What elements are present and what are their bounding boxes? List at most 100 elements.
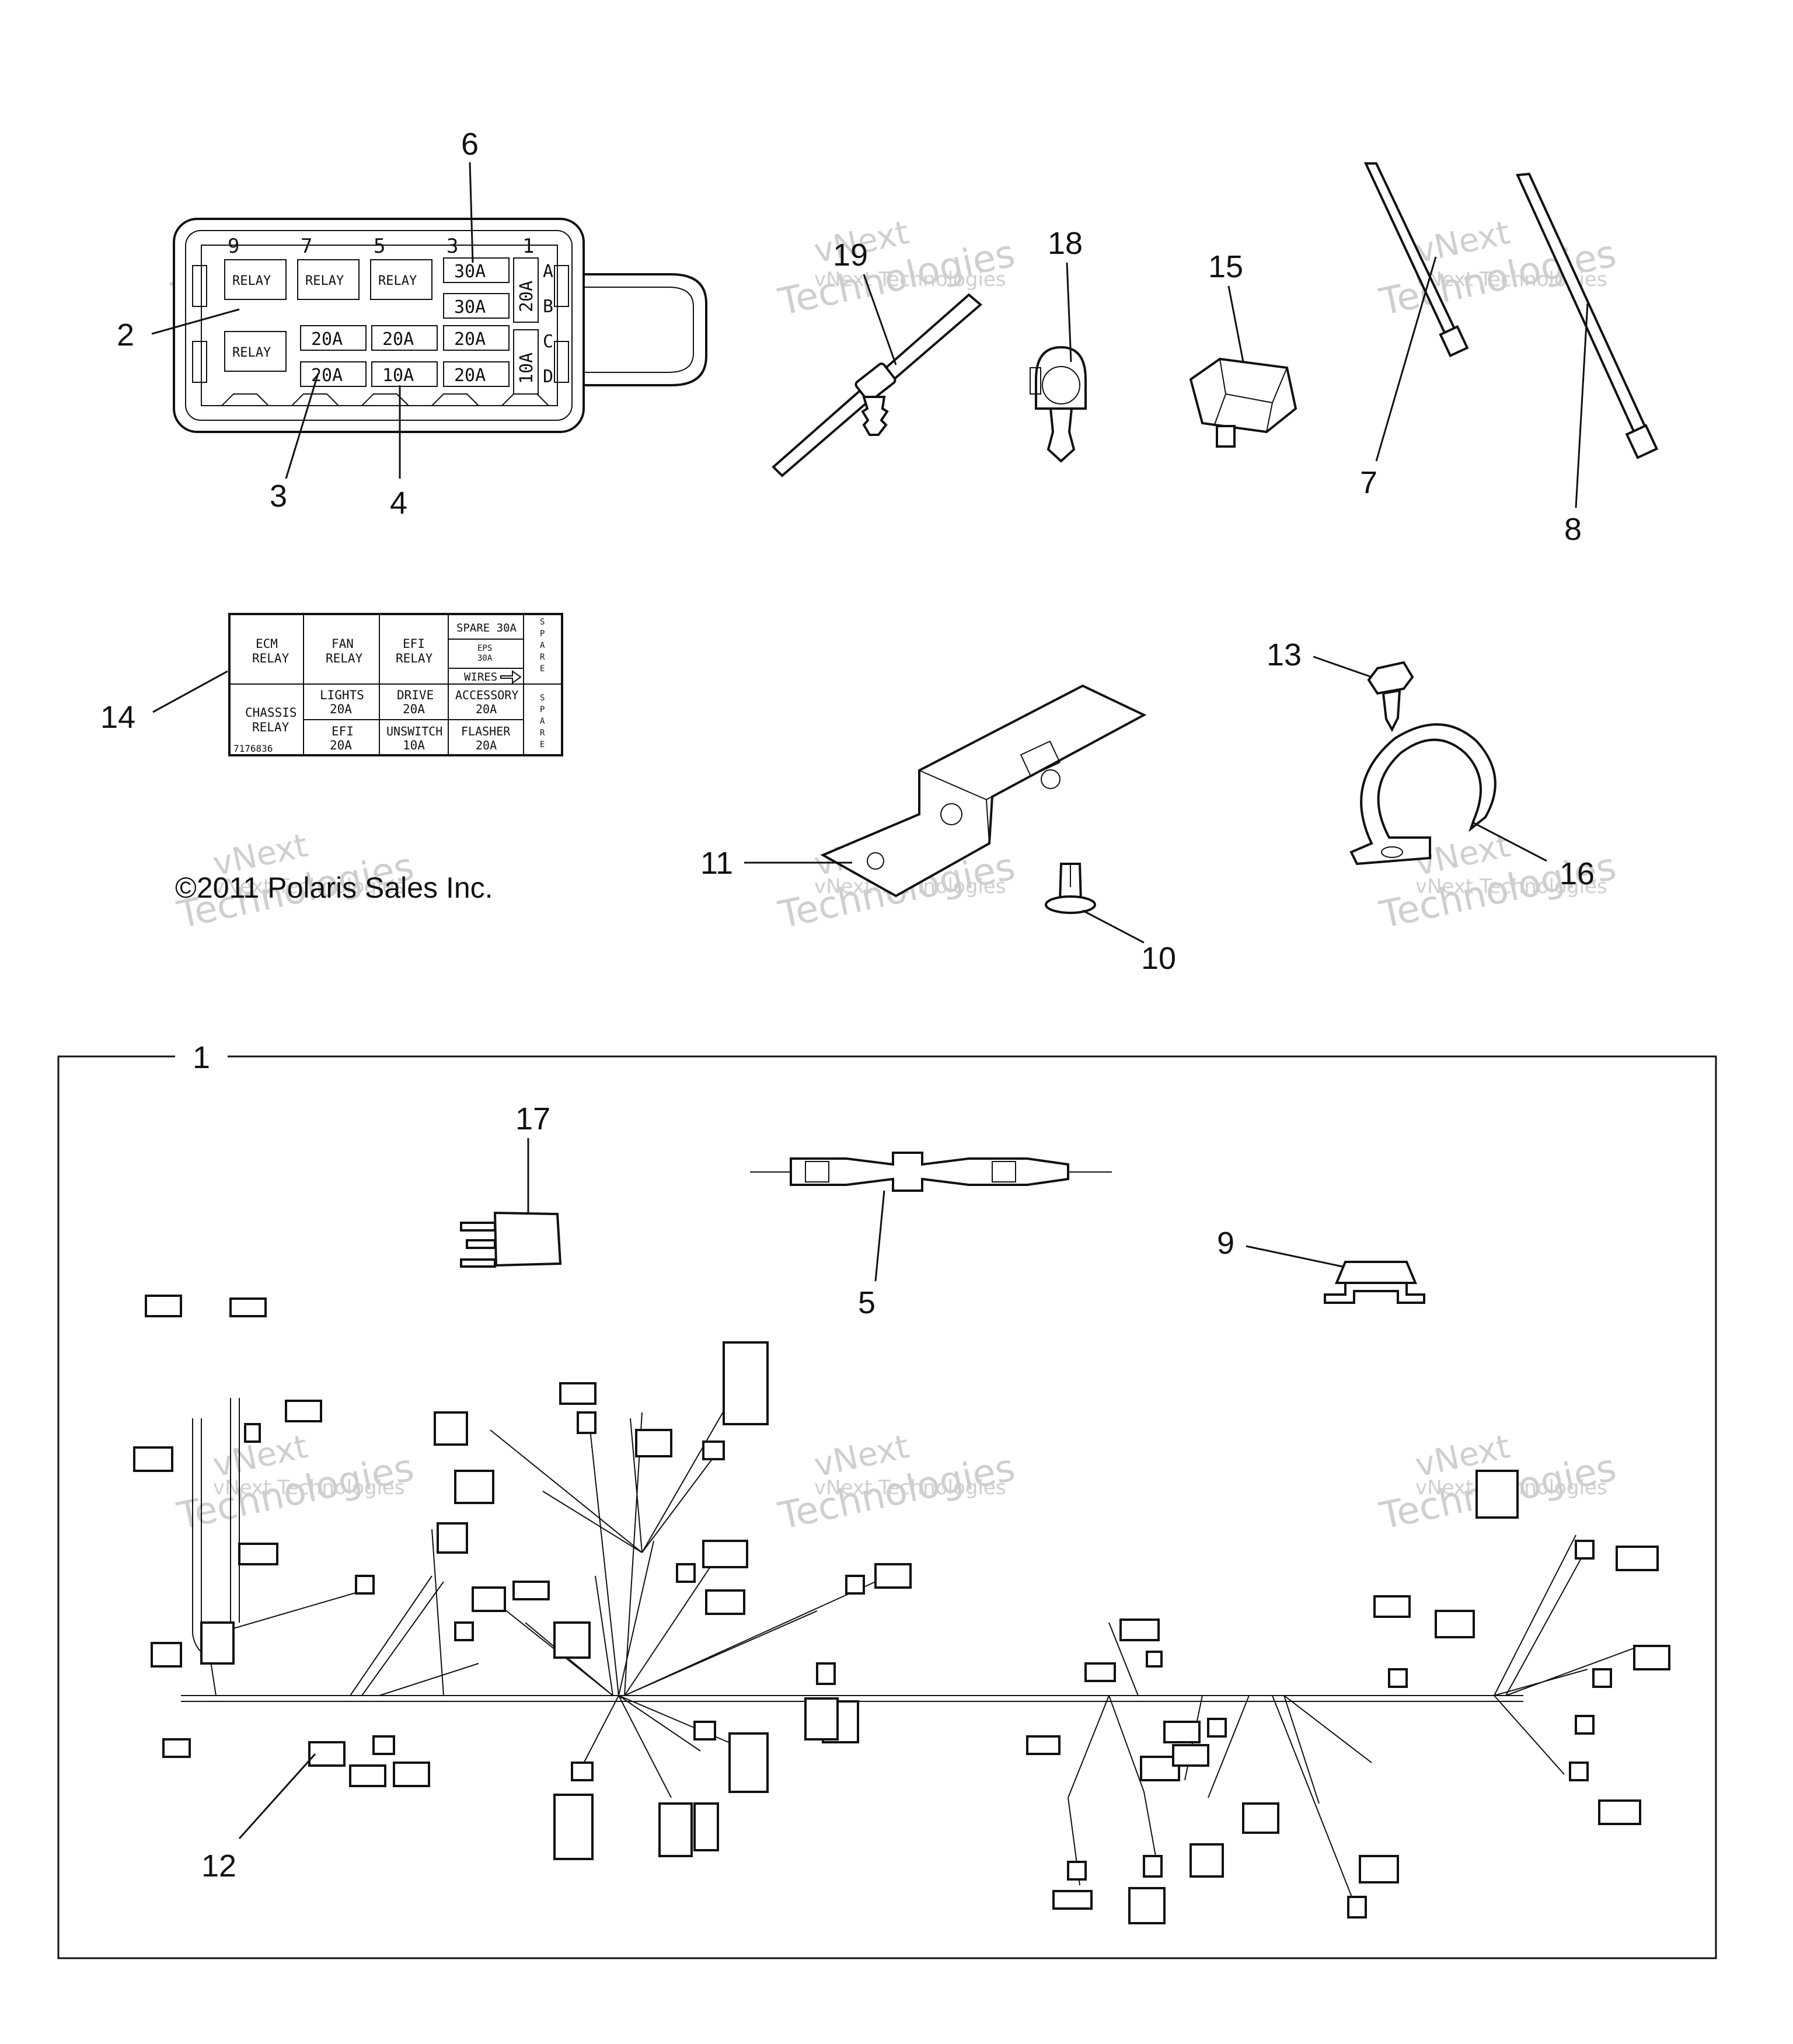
harness-connector [1207, 1718, 1227, 1738]
pin-table [702, 1540, 748, 1568]
fuse-holder-body [790, 1152, 1069, 1192]
decal-text: S [540, 693, 545, 703]
fuse-rating: 20A [454, 365, 486, 386]
callout-number: 13 [1267, 637, 1302, 672]
fuse-row-letter: D [543, 367, 553, 387]
fuse-slot [371, 325, 438, 351]
callout-9: 9 [1217, 1226, 1343, 1268]
fuse-box-inner [201, 245, 558, 406]
fuse-slot [443, 361, 510, 387]
harness-connector [816, 1662, 836, 1685]
fuse-row-letter: C [543, 332, 553, 352]
connector-edges [1213, 358, 1288, 432]
cable-tie-long [1516, 172, 1659, 459]
callout-number: 7 [1360, 465, 1377, 500]
cable-tie-push-mount [772, 293, 983, 477]
connector-body [1189, 357, 1297, 434]
pin-table [1633, 1645, 1670, 1670]
relay-slot [297, 259, 360, 300]
push-mount-barb [861, 396, 889, 436]
relay-label: RELAY [232, 274, 271, 288]
copyright-text: ©2011 Polaris Sales Inc. [175, 871, 493, 904]
fuse-rating: 20A [311, 365, 343, 386]
harness-connector [244, 1423, 261, 1443]
decal-text: E [540, 664, 545, 674]
decal-text: EFI [403, 637, 425, 651]
push-rivet [1045, 863, 1096, 914]
callout-6: 6 [461, 127, 479, 263]
decal-text: P [540, 629, 545, 639]
harness-connector [577, 1411, 596, 1434]
harness-connector [372, 1735, 395, 1755]
callout-number: 10 [1141, 941, 1176, 976]
pin-table [1598, 1799, 1641, 1825]
pin-table [285, 1400, 322, 1422]
fuse-holder-cap [805, 1161, 829, 1183]
pin-table [162, 1738, 191, 1758]
decal-text: R [540, 653, 545, 662]
pin-table [145, 1295, 182, 1317]
cable-tie-short [1363, 162, 1469, 358]
pin-table [1128, 1887, 1166, 1924]
pin-table [1119, 1619, 1160, 1641]
callout-11: 11 [700, 846, 852, 881]
fuse-rating: 10A [517, 353, 537, 384]
harness-connector [200, 1621, 235, 1665]
fuse-row-letter: B [543, 297, 553, 317]
cable-tie-head [1625, 424, 1659, 459]
fuse-slot [300, 361, 367, 387]
callout-4: 4 [390, 385, 407, 521]
decal-text: RELAY [326, 651, 363, 665]
pin-table [658, 1802, 693, 1857]
decal-text: RELAY [396, 651, 433, 665]
callout-number: 9 [1217, 1226, 1234, 1261]
watermark-8: vNext Technologies vNext Technologies [775, 1428, 1019, 1539]
relay-pins [460, 1222, 496, 1268]
callout-number: 5 [858, 1285, 875, 1320]
harness-connector [571, 1762, 594, 1781]
fuse-slot [443, 325, 510, 351]
pin-table [1052, 1890, 1093, 1910]
decal-text: WIRES [464, 671, 497, 683]
decal-text: S [540, 618, 545, 627]
cable-tie-head [854, 362, 896, 402]
pin-table [1616, 1546, 1659, 1571]
pin-table [553, 1794, 594, 1860]
decal-text: 20A [476, 738, 497, 752]
pin-table [1359, 1855, 1399, 1883]
fuse-slot-vertical [513, 257, 539, 323]
decal-text: E [540, 740, 545, 749]
circuit-breaker [1324, 1261, 1425, 1304]
pin-table [229, 1297, 267, 1317]
clip-ring [1042, 366, 1080, 404]
relay-label: RELAY [232, 346, 271, 360]
callout-12: 12 [201, 1753, 316, 1883]
hex-screw [1367, 661, 1414, 733]
harness-clip [1030, 346, 1087, 463]
fuse-rating: 30A [454, 261, 486, 282]
bracket-hole [940, 803, 962, 825]
watermark-text: vNext Technologies [814, 1476, 1006, 1499]
fuse-row-letter: A [543, 261, 553, 282]
screw-shank [1382, 689, 1401, 733]
pin-table [454, 1470, 494, 1504]
harness-connector [693, 1721, 716, 1740]
decal-text: A [540, 641, 545, 650]
decal-text: 10A [403, 738, 425, 752]
pin-table [804, 1697, 839, 1740]
pin-table [1242, 1802, 1279, 1834]
leader-line [874, 1190, 885, 1282]
decal-text: 20A [476, 702, 497, 716]
leader-line [238, 1753, 316, 1840]
fuse-slot [300, 325, 367, 351]
fuse-position-number: 3 [446, 235, 458, 258]
harness-connector [1347, 1896, 1367, 1919]
rivet-head [1045, 895, 1096, 914]
harness-connector [1592, 1668, 1612, 1688]
pin-table [349, 1764, 386, 1787]
decal-text: A [540, 717, 545, 726]
leader-line [1575, 303, 1589, 508]
callout-number: 11 [700, 846, 733, 881]
decal-text: RELAY [252, 651, 289, 665]
